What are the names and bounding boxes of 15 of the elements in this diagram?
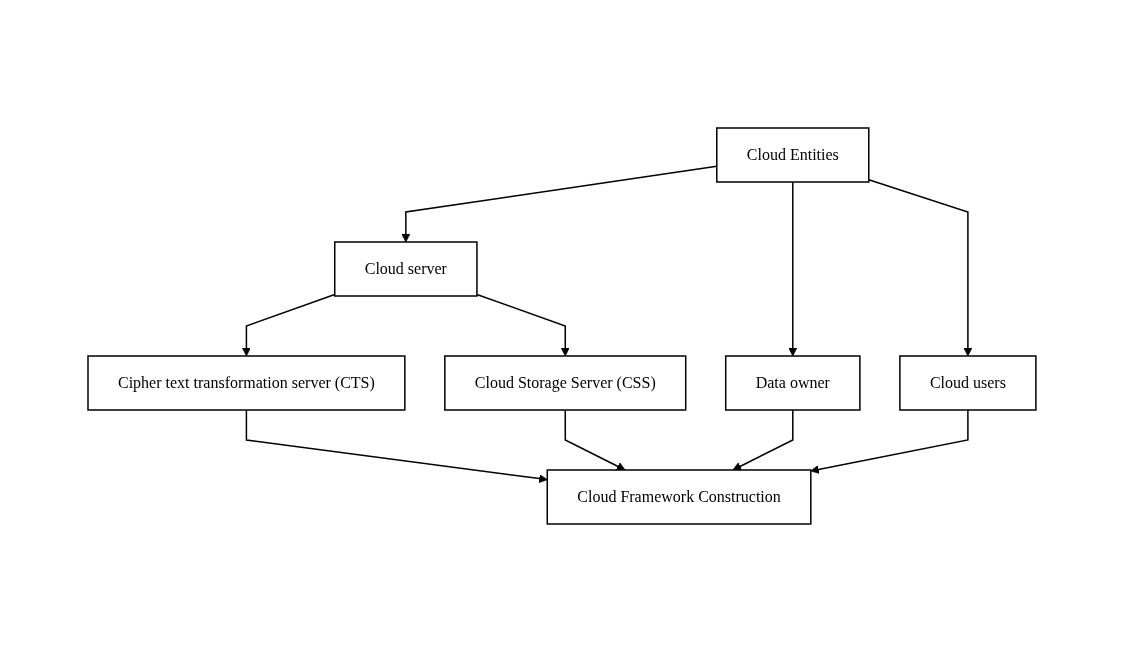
node-box: Cloud server — [334, 241, 478, 297]
arrow — [732, 409, 794, 471]
arrow — [476, 293, 570, 357]
arrow — [868, 179, 973, 357]
arrow — [564, 409, 626, 471]
node-box: Cloud Entities — [716, 127, 870, 183]
arrow — [810, 409, 969, 474]
arrow — [788, 181, 798, 357]
node-box: Cloud Storage Server (CSS) — [444, 355, 687, 411]
arrow — [242, 293, 336, 357]
node-box: Cloud users — [899, 355, 1037, 411]
node-box: Cipher text transformation server (CTS) — [87, 355, 406, 411]
node-box: Data owner — [725, 355, 861, 411]
arrow — [245, 409, 548, 483]
node-box: Cloud Framework Construction — [546, 469, 812, 525]
